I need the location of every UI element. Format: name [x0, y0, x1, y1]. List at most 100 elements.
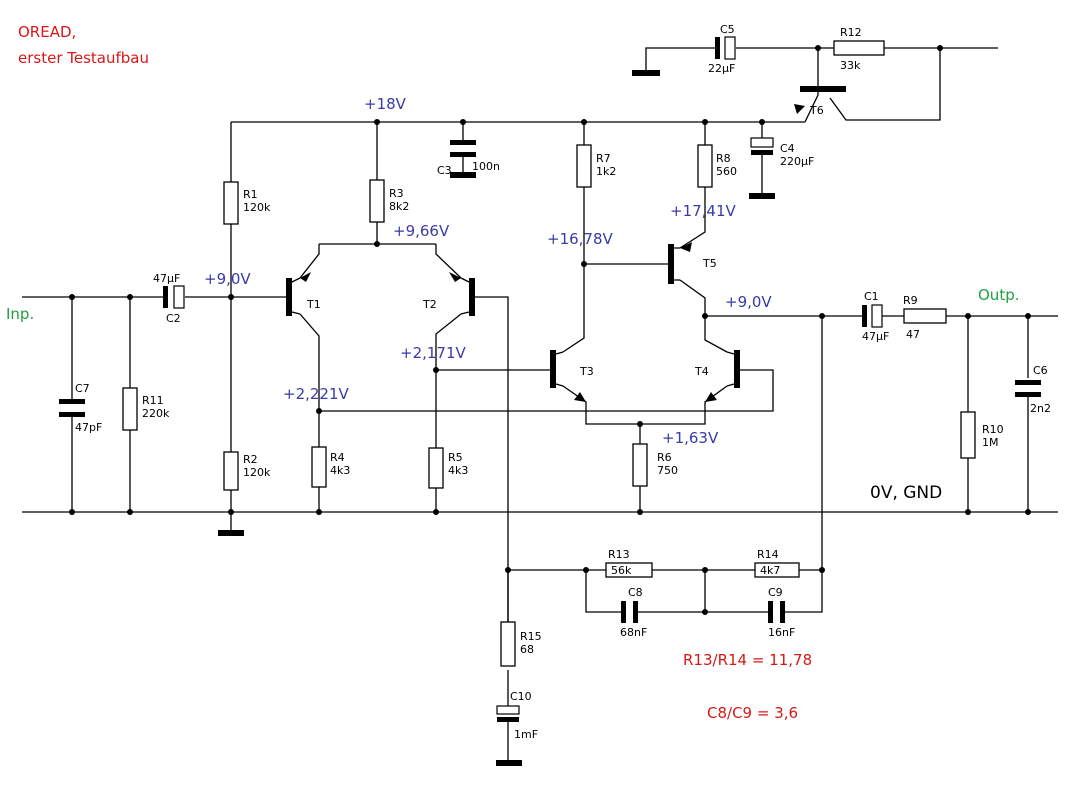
- r7-value: 1k2: [596, 165, 616, 178]
- c2-name: C2: [166, 312, 181, 325]
- voltage-t5-emitter: +17,41V: [670, 202, 737, 220]
- c1-value: 47µF: [862, 330, 889, 343]
- c2-value: 47µF: [153, 272, 180, 285]
- c6-name: C6: [1033, 364, 1048, 377]
- c1-name: C1: [864, 290, 879, 303]
- resistor-r9: [903, 308, 947, 324]
- voltage-t1-collector: +2,221V: [283, 385, 350, 403]
- capacitor-c7: [59, 399, 85, 404]
- r12-value: 33k: [840, 59, 861, 72]
- resistors: [122, 40, 976, 667]
- capacitor-c1: [862, 305, 867, 327]
- r12-name: R12: [840, 26, 862, 39]
- c9-name: C9: [768, 586, 783, 599]
- transistors: [286, 86, 846, 402]
- capacitor-c5: [715, 37, 720, 59]
- t2-name: T2: [422, 298, 437, 311]
- r13-value: 56k: [611, 564, 632, 577]
- resistor-r1: [223, 181, 239, 225]
- resistor-r12: [833, 40, 885, 56]
- transistor-t3: [550, 350, 556, 388]
- r11-value: 220k: [142, 407, 170, 420]
- transistor-t5: [668, 244, 674, 284]
- r5-name: R5: [448, 451, 463, 464]
- c10-value: 1mF: [514, 728, 538, 741]
- r4-name: R4: [330, 451, 345, 464]
- c3-name: C3: [437, 164, 452, 177]
- r9-name: R9: [903, 294, 918, 307]
- r8-value: 560: [716, 165, 737, 178]
- c4-name: C4: [780, 142, 795, 155]
- transistor-t2: [469, 278, 475, 316]
- capacitor-c6: [1015, 380, 1041, 385]
- input-label: Inp.: [6, 305, 34, 323]
- transistor-t1: [286, 278, 292, 316]
- c5-value: 22µF: [708, 62, 735, 75]
- resistor-r11: [122, 387, 138, 431]
- r3-value: 8k2: [389, 200, 409, 213]
- r1-name: R1: [243, 188, 258, 201]
- r2-name: R2: [243, 453, 258, 466]
- voltage-emitters-t1-t2: +9,66V: [393, 222, 450, 240]
- c7-value: 47pF: [75, 421, 102, 434]
- capacitor-c3: [450, 140, 476, 145]
- resistor-r8: [697, 144, 713, 188]
- voltage-output-node: +9,0V: [725, 293, 772, 311]
- r14-name: R14: [757, 548, 779, 561]
- c7-name: C7: [75, 382, 90, 395]
- r1-value: 120k: [243, 201, 271, 214]
- r6-value: 750: [657, 464, 678, 477]
- c8-name: C8: [628, 586, 643, 599]
- capacitors: [59, 36, 1041, 760]
- capacitor-c4: [750, 137, 774, 148]
- c3-value: 100n: [472, 160, 500, 173]
- r3-name: R3: [389, 187, 404, 200]
- note-resistor-ratio: R13/R14 = 11,78: [683, 651, 812, 669]
- r13-name: R13: [608, 548, 630, 561]
- ground-symbol: [632, 70, 660, 76]
- labels: OREAD, erster Testaufbau Inp. Outp. +18V…: [6, 23, 1051, 741]
- c5-name: C5: [720, 23, 735, 36]
- c8-value: 68nF: [620, 626, 647, 639]
- ground-symbols: [218, 70, 775, 766]
- ground-symbol: [218, 530, 244, 536]
- r10-value: 1M: [982, 436, 999, 449]
- voltage-t2-base: +2,171V: [400, 344, 467, 362]
- c4-value: 220µF: [780, 155, 814, 168]
- resistor-r4: [311, 446, 327, 488]
- resistor-r10: [960, 411, 976, 459]
- c6-value: 2n2: [1030, 402, 1051, 415]
- resistor-r2: [223, 451, 239, 491]
- note-capacitor-ratio: C8/C9 = 3,6: [707, 704, 798, 722]
- voltage-t1-base: +9,0V: [204, 270, 251, 288]
- r10-name: R10: [982, 423, 1004, 436]
- supply-rail-label: +18V: [364, 95, 407, 113]
- r14-value: 4k7: [760, 564, 780, 577]
- resistor-r13: [605, 562, 653, 578]
- capacitor-c2: [163, 286, 168, 308]
- r11-name: R11: [142, 394, 164, 407]
- transistor-t6: [800, 86, 846, 92]
- r6-name: R6: [657, 451, 672, 464]
- resistor-r14: [754, 562, 800, 578]
- r15-name: R15: [520, 630, 542, 643]
- ground-symbol: [496, 760, 522, 766]
- r7-name: R7: [596, 152, 611, 165]
- c9-value: 16nF: [768, 626, 795, 639]
- title-line-2: erster Testaufbau: [18, 49, 149, 67]
- output-label: Outp.: [978, 286, 1019, 304]
- r5-value: 4k3: [448, 464, 468, 477]
- resistor-r5: [428, 447, 444, 489]
- r9-value: 47: [906, 328, 920, 341]
- t1-name: T1: [306, 298, 321, 311]
- t4-name: T4: [694, 365, 709, 378]
- r15-value: 68: [520, 643, 534, 656]
- resistor-r15: [500, 621, 516, 667]
- voltage-t5-base: +16,78V: [547, 230, 614, 248]
- title-line-1: OREAD,: [18, 23, 76, 41]
- t6-name: T6: [809, 104, 824, 117]
- capacitor-c9: [768, 601, 773, 623]
- r8-name: R8: [716, 152, 731, 165]
- ground-symbol: [450, 172, 476, 178]
